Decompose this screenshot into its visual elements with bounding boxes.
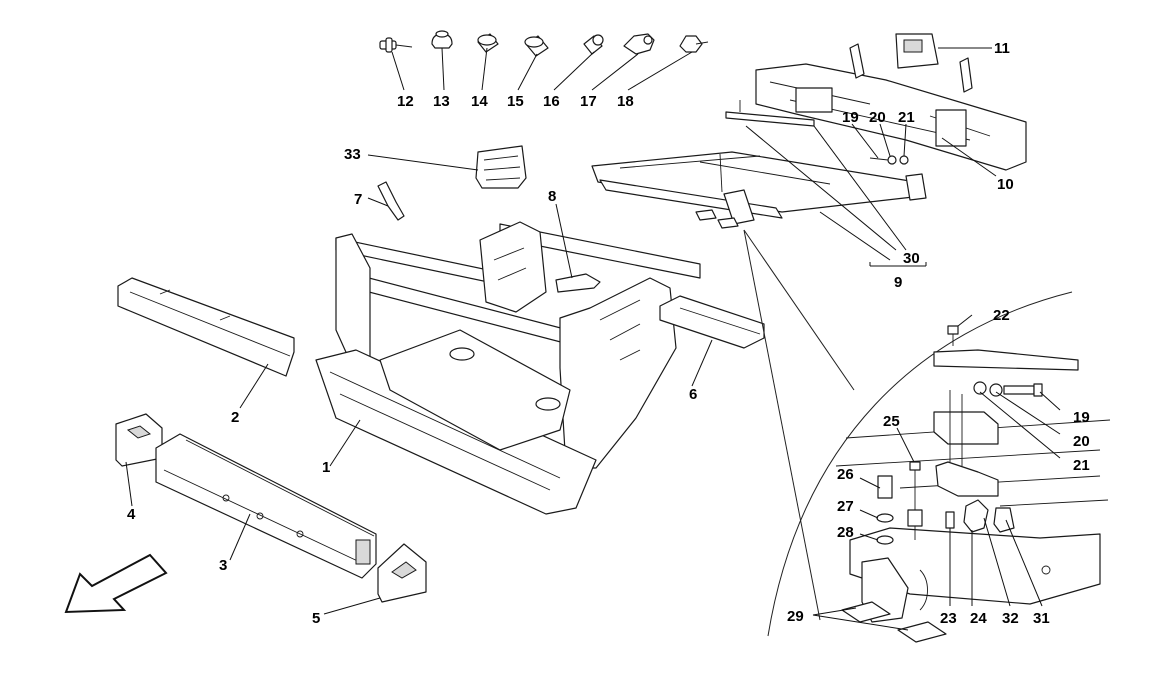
callout-26: 26 [837,466,854,483]
callout-14: 14 [471,93,488,110]
callout-29: 29 [787,608,804,625]
callout-24: 24 [970,610,987,627]
callout-10: 10 [997,176,1014,193]
callout-23: 23 [940,610,957,627]
fastener-12 [379,37,413,53]
callout-5: 5 [312,610,320,627]
callout-16: 16 [543,93,560,110]
callout-25: 25 [883,413,900,430]
callout-7: 7 [354,191,362,208]
callout-labels: 1 2 3 4 5 6 7 8 9 10 11 12 13 14 15 16 1… [127,40,1090,627]
bracket-part-11 [895,33,939,69]
callout-31: 31 [1033,610,1050,627]
callout-32: 32 [1002,610,1019,627]
callout-21-lower: 21 [1073,457,1090,474]
callout-1: 1 [322,459,330,476]
end-block-part-4 [115,413,163,467]
fastener-18 [679,35,709,53]
callout-30: 30 [903,250,920,267]
callout-2: 2 [231,409,239,426]
fastener-17 [623,33,655,55]
callout-3: 3 [219,557,227,574]
callout-6: 6 [689,386,697,403]
fastener-13 [431,30,453,49]
callout-21-upper: 21 [898,109,915,126]
bracket-part-5 [377,543,427,603]
callout-11: 11 [994,40,1010,57]
callout-33: 33 [344,146,361,163]
callout-4: 4 [127,506,136,523]
fastener-set-19-21-upper [869,155,909,165]
callout-20-lower: 20 [1073,433,1090,450]
callout-15: 15 [507,93,524,110]
callout-17: 17 [580,93,597,110]
fastener-16 [583,34,604,55]
callout-19-lower: 19 [1073,409,1090,426]
fastener-14 [477,33,499,53]
callout-19-upper: 19 [842,109,859,126]
upper-rear-frame-part-10 [755,43,1027,171]
callout-8: 8 [548,188,556,205]
callout-12: 12 [397,93,414,110]
crossmember-part-6 [659,295,765,349]
callout-20-upper: 20 [869,109,886,126]
callout-9: 9 [894,274,902,291]
callout-28: 28 [837,524,854,541]
side-rail-part-2 [117,277,295,377]
bracket-part-7 [377,181,405,221]
callout-18: 18 [617,93,634,110]
callout-22: 22 [993,307,1010,324]
fastener-15 [524,35,549,57]
cover-part-33 [475,145,527,189]
inset-detail [743,229,1111,643]
callout-13: 13 [433,93,450,110]
sill-part-3 [155,433,377,579]
main-frame-part-1 [315,221,701,515]
callout-27: 27 [837,498,854,515]
direction-arrow [64,553,168,614]
bracket-part-8 [555,273,601,293]
rear-subframe-part-9 [591,100,927,229]
